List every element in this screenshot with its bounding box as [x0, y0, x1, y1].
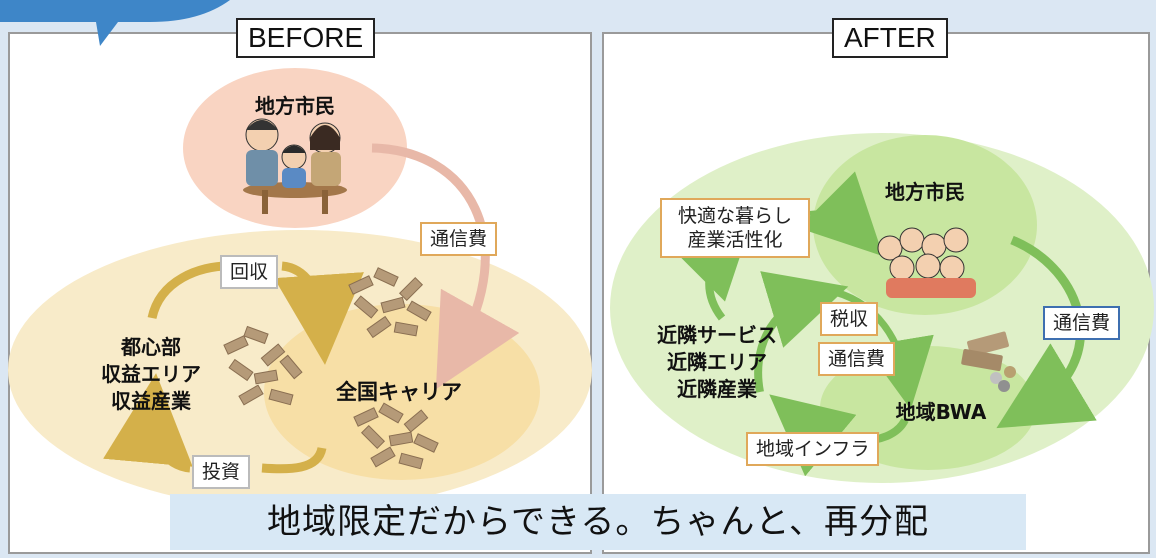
money-pile-top — [348, 267, 432, 339]
tax-label: 税収 — [820, 302, 879, 336]
life-arrow — [798, 171, 884, 257]
before-fee-label: 通信費 — [420, 222, 498, 256]
money-pile-bottom — [353, 402, 439, 470]
urban-line-2: 収益エリア — [101, 362, 201, 386]
money-pile-left — [223, 325, 303, 406]
bills-and-coins — [961, 331, 1016, 392]
local-line-1: 近隣サービス — [657, 323, 777, 347]
family-illustration — [243, 118, 347, 214]
local-line-3: 近隣産業 — [677, 377, 757, 401]
carrier-label: 全国キャリア — [336, 380, 462, 404]
before-title: BEFORE — [236, 18, 376, 58]
up-arrow — [754, 271, 849, 393]
life-label: 快適な暮らし 産業活性化 — [660, 198, 810, 258]
collect-arrow — [147, 266, 322, 320]
after-citizens-label: 地方市民 — [885, 180, 965, 204]
before-citizens-label: 地方市民 — [255, 94, 335, 118]
urban-line-1: 都心部 — [121, 335, 181, 359]
local-label: 近隣サービス 近隣エリア 近隣産業 — [632, 322, 802, 403]
crowd-illustration — [877, 227, 976, 298]
infra-label: 地域インフラ — [746, 432, 880, 466]
urban-line-3: 収益産業 — [111, 389, 191, 413]
fee-arrow — [371, 143, 520, 390]
life-line-2: 産業活性化 — [687, 229, 783, 251]
after-fee-label-outer: 通信費 — [1043, 306, 1121, 340]
caption: 地域限定だからできる。ちゃんと、再分配 — [170, 494, 1026, 550]
local-line-2: 近隣エリア — [667, 350, 767, 374]
urban-label: 都心部 収益エリア 収益産業 — [76, 334, 226, 415]
collect-label: 回収 — [220, 255, 279, 289]
corner-tab — [0, 0, 230, 46]
after-title: AFTER — [832, 18, 948, 58]
after-fee-label-inner: 通信費 — [818, 342, 896, 376]
life-line-1: 快適な暮らし — [677, 205, 792, 227]
invest-label: 投資 — [192, 455, 251, 489]
bwa-label: 地域BWA — [895, 400, 987, 424]
invest-arrow — [152, 418, 327, 469]
